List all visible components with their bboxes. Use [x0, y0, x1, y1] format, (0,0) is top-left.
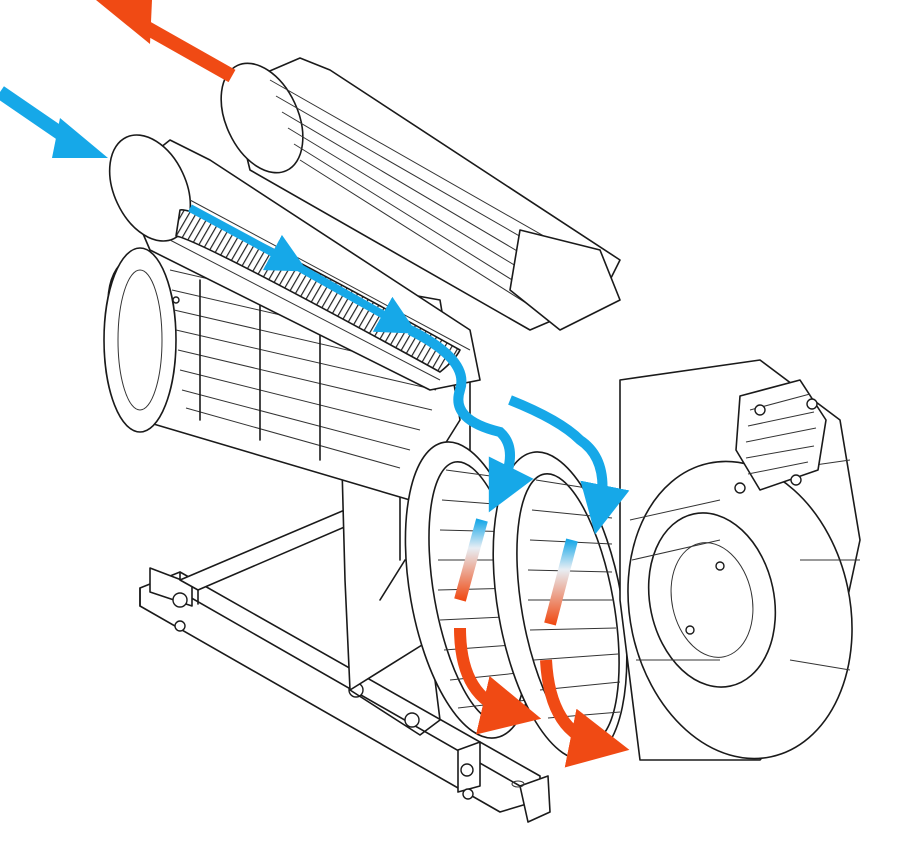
- arrow-right-down-icon: [0, 86, 108, 158]
- airflow-transition: [454, 518, 578, 626]
- silencer-housing: [220, 57, 621, 331]
- arrow-left-up-icon: [96, 0, 236, 83]
- base-mounting-holes: [172, 592, 525, 800]
- airflow-inlet-path: [188, 204, 630, 535]
- airflow-outlet-path: [454, 627, 630, 768]
- terminal-box: [734, 379, 827, 494]
